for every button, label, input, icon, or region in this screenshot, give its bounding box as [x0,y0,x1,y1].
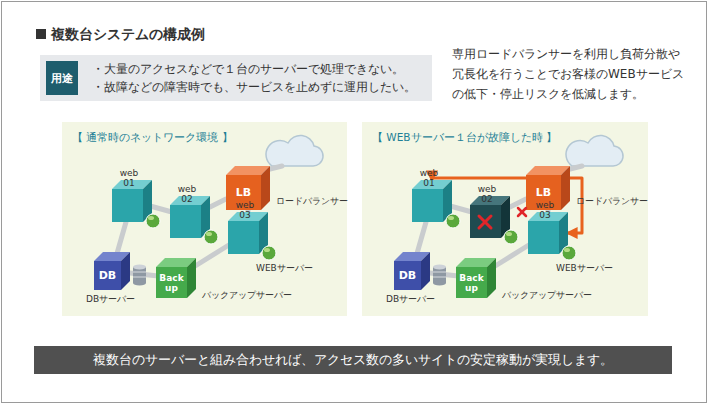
network-pipe [152,207,170,212]
server-cube: web 02 [470,196,510,238]
server-name: DBサーバー [86,294,135,305]
cube-front [528,221,559,254]
diagram-title: 複数台システムの構成例 [51,25,205,43]
server-name: バックアップサーバー [202,290,292,301]
server-name: バックアップサーバー [502,290,592,301]
cube-label: DB [94,261,121,290]
cube-front [456,267,487,298]
cube-side [487,258,496,298]
server-cube: web 02 [170,196,210,238]
caption-banner: 複数台のサーバーと組み合わせれば、アクセス数の多いサイトの安定稼動が実現します。 [34,346,672,374]
traffic-arrow [432,178,526,180]
cube-side [559,212,568,254]
network-pipe [510,199,526,207]
cube-front [94,261,121,290]
cube-label: DB [394,261,421,290]
caption-text: 複数台のサーバーと組み合わせれば、アクセス数の多いサイトの安定稼動が実現します。 [34,346,672,374]
cube-side [561,166,570,210]
cube-label: web 03 [533,200,557,220]
network-pipe [196,246,228,266]
server-name: ロードバランサー [576,196,648,207]
cube-front [112,189,143,222]
network-pipe [130,273,156,276]
network-pipe [246,210,251,212]
network-pipe [117,222,126,252]
usage-bullet: ・大量のアクセスなどで１台のサーバーで処理できない。 [92,61,404,77]
cube-side [501,196,510,238]
server-cube: web 03 [528,212,568,254]
cube-side [121,252,130,290]
cube-side [261,166,270,210]
cube-side [143,180,152,222]
network-pipe [210,199,226,207]
usage-bullet: ・故障などの障害時でも、サービスを止めずに運用したい。 [92,79,416,95]
panel-title: 【 通常時のネットワーク環境 】 [72,130,233,144]
traffic-arrow [568,178,582,233]
cube-front [470,205,501,238]
server-cube: web 01 [412,180,452,222]
network-pipe [417,222,426,252]
cube-side [259,212,268,254]
usage-band: ・大量のアクセスなどで１台のサーバーで処理できない。・故障などの障害時でも、サー… [40,55,432,101]
cube-front [228,221,259,254]
cube-label: web 01 [417,168,441,188]
server-cube: web 03 [228,212,268,254]
cube-front [156,267,187,298]
cube-front [170,205,201,238]
title-square [36,29,46,39]
cube-front [394,261,421,290]
usage-tag-text: 用途 [46,61,78,95]
cube-label: web 03 [233,200,257,220]
server-name: DBサーバー [386,294,435,305]
cube-side [187,258,196,298]
server-cube: DBDBサーバー [394,252,430,290]
cube-label: Back up [456,267,487,298]
server-cube: web 01 [112,180,152,222]
network-pipe [430,273,456,276]
cube-front [412,189,443,222]
server-cube: Back upバックアップサーバー [456,258,496,298]
cube-side [201,196,210,238]
cube-label: web 02 [175,184,199,204]
cube-label: web 02 [475,184,499,204]
network-pipe [546,210,551,212]
server-cube: Back upバックアップサーバー [156,258,196,298]
description-text: 専用ロードバランサーを利用し負荷分散や冗長化を行うことでお客様のWEBサービスの… [452,44,686,104]
group-label: WEBサーバー [256,263,313,274]
scenario-panel: 【 WEBサーバー１台が故障した時 】LBロードバランサーweb 01web 0… [362,122,648,316]
panel-title: 【 WEBサーバー１台が故障した時 】 [372,130,557,144]
cube-label: web 01 [117,168,141,188]
network-pipe [452,207,470,212]
cube-label: Back up [156,267,187,298]
cube-side [443,180,452,222]
usage-tag: 用途 [46,61,78,95]
server-cube: DBDBサーバー [94,252,130,290]
cube-side [421,252,430,290]
network-pipe [496,246,528,266]
scenario-panel: 【 通常時のネットワーク環境 】LBロードバランサーweb 01web 02we… [62,122,347,316]
group-label: WEBサーバー [556,263,613,274]
server-name: ロードバランサー [276,196,348,207]
